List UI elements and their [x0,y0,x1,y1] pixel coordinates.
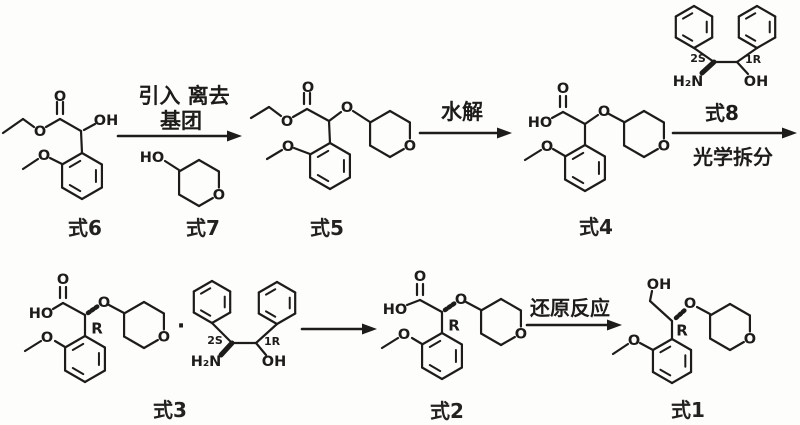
atom-label: H₂N [673,74,704,90]
atom-label: R [676,321,688,339]
atom-label: 1R [264,335,281,348]
reaction-arrow [671,127,797,139]
atom-label: 2S [207,334,223,347]
formula-label-4: 式4 [579,215,613,239]
atom-label: HO [383,302,407,318]
atom-label: O [38,148,50,164]
atom-label: O [281,114,293,130]
formula-label-7: 式7 [186,216,220,240]
atom-label: O [34,124,46,140]
atom-label: O [414,269,426,285]
formula-label-6: 式6 [68,216,102,240]
formula-label-3: 式3 [153,398,187,422]
formula-label-2: 式2 [430,399,464,423]
atom-label: OH [647,277,671,293]
atom-label: O [57,272,69,288]
atom-label: O [158,330,170,346]
atom-label: O [684,296,696,312]
atom-label: O [404,139,416,155]
step1-label-line1: 引入 离去 [138,84,229,108]
atom-label: HO [140,150,164,166]
atom-label: O [54,89,66,105]
reaction-arrow [116,130,242,142]
atom-label: OH [94,113,118,129]
atom-label: O [557,81,569,97]
formula-label-1: 式1 [671,398,705,422]
step3-label-formula8: 式8 [705,101,739,125]
reaction-arrow [300,323,377,335]
atom-label: O [341,100,353,116]
step3-label-optical-resolution: 光学拆分 [692,145,773,169]
atom-label: O [282,139,294,155]
step2-label-hydrolysis: 水解 [441,100,483,124]
atom-label: OH [744,74,768,90]
atom-label: R [448,316,460,334]
atom-label: O [213,188,225,204]
atom-label: O [302,80,314,96]
reaction-arrow [525,319,622,331]
salt-dot: · [177,314,185,339]
atom-label: O [598,104,610,120]
molecule-f4: O HO O O O [523,81,670,193]
atom-label: O [541,139,553,155]
formula-label-5: 式5 [310,216,344,240]
atom-label: O [658,139,670,155]
step5-label-reduction: 还原反应 [529,296,610,320]
molecule-f7: O HO [140,150,225,208]
atom-label: O [515,327,527,343]
atom-label: H₂N [191,354,222,370]
atom-label: O [98,295,110,311]
molecule-f8: 2S 1R H₂N OH [673,4,777,90]
atom-label: O [744,332,756,348]
atom-label: O [398,327,410,343]
atom-label: R [91,319,103,337]
molecule-amine-salt: 2S 1R H₂N OH [191,279,297,370]
atom-label: HO [528,115,552,131]
atom-label: OH [262,354,286,370]
atom-label: O [41,330,53,346]
atom-label: 2S [690,52,706,65]
atom-label: HO [29,306,53,322]
atom-label: O [455,292,467,308]
atom-label: 1R [745,53,762,66]
reaction-arrow [418,127,512,139]
step1-label-line2: 基团 [160,109,202,133]
atom-label: O [628,333,640,349]
